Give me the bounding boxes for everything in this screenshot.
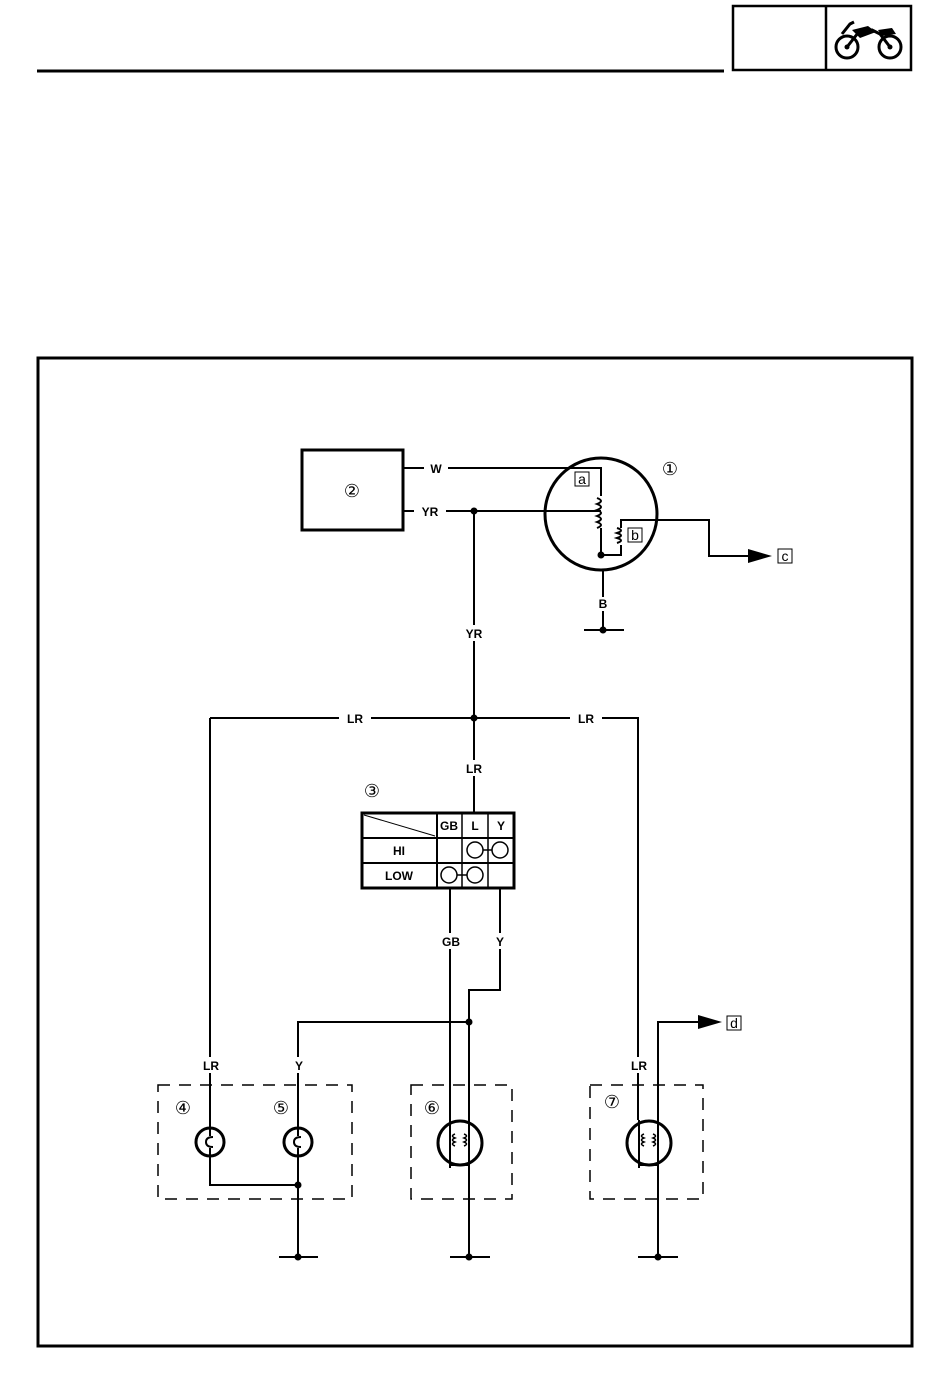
wire-label-yr-mid: YR: [466, 627, 483, 641]
lamp-4-icon: [196, 1128, 224, 1156]
wire-label-w: W: [430, 462, 442, 476]
switch-col-y: Y: [497, 819, 505, 833]
lamp-6-icon: [438, 1121, 482, 1168]
switch-row-low: LOW: [385, 869, 414, 883]
marker-d-letter: d: [730, 1015, 738, 1031]
arrow-d: [698, 1015, 722, 1029]
wire-label-lr-left: LR: [347, 712, 363, 726]
component-4-number: ④: [175, 1098, 191, 1119]
switch-row-hi: HI: [393, 844, 405, 858]
component-5-number: ⑤: [273, 1098, 289, 1119]
dimmer-switch-table: GB L Y HI LOW: [362, 813, 514, 888]
marker-a-letter: a: [578, 471, 586, 487]
component-1-number: ①: [662, 459, 678, 480]
coil-b-icon: [617, 528, 621, 543]
wire-label-lr-lamp7: LR: [631, 1059, 647, 1073]
coil-icon: [597, 490, 601, 555]
lamp-7-icon: [627, 1120, 671, 1168]
component-3-number: ③: [364, 781, 380, 802]
wire-label-b: B: [599, 597, 608, 611]
component-6-number: ⑥: [424, 1098, 440, 1119]
marker-b-letter: b: [631, 527, 639, 543]
marker-c-letter: c: [782, 548, 789, 564]
wire-label-lr-mid: LR: [466, 762, 482, 776]
wire-label-lr-right: LR: [578, 712, 594, 726]
lamp-5-icon: [284, 1128, 312, 1156]
wire-label-lr-lamp4: LR: [203, 1059, 219, 1073]
wire-label-yr-top: YR: [422, 505, 439, 519]
wire-label-y-left: Y: [295, 1059, 303, 1073]
switch-col-l: L: [471, 819, 478, 833]
component-2-number: ②: [344, 481, 360, 502]
wire-label-gb: GB: [442, 935, 460, 949]
component-7-number: ⑦: [604, 1092, 620, 1113]
switch-col-gb: GB: [440, 819, 458, 833]
wire-label-y-right: Y: [496, 935, 504, 949]
arrow-c: [748, 549, 772, 563]
